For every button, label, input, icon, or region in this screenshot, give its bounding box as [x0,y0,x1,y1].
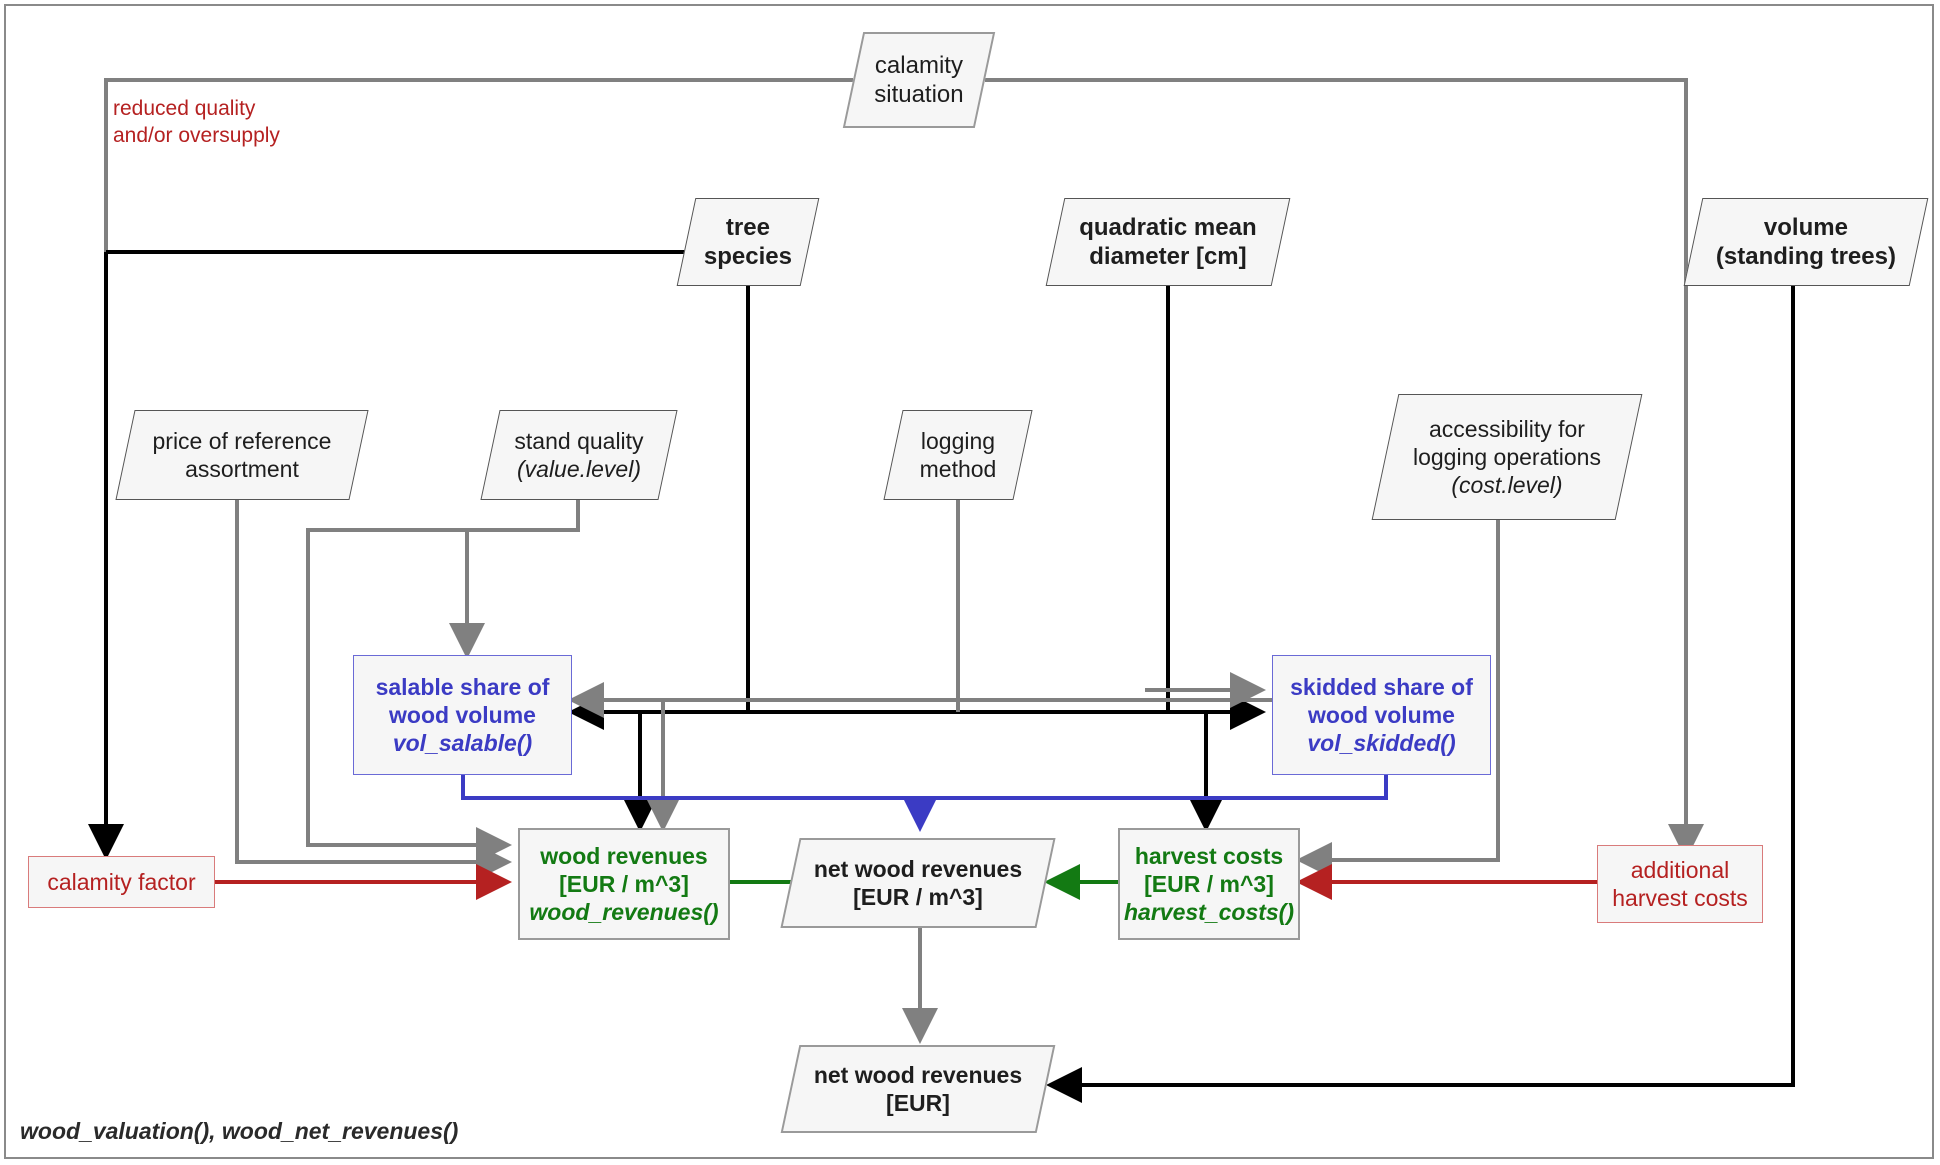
wood-revenues-line1: wood revenues [540,842,708,869]
node-net-wood-revenues-per-m3[interactable]: net wood revenues [EUR / m^3] [780,838,1056,928]
edge-calamity-to-addcosts [985,78,1704,860]
node-volume-standing-trees[interactable]: volume (standing trees) [1683,198,1929,286]
accessibility-line2: logging operations [1413,443,1601,470]
node-harvest-costs[interactable]: harvest costs [EUR / m^3] harvest_costs(… [1118,828,1300,940]
calamity-factor-label: calamity factor [47,868,196,895]
diagram-caption: wood_valuation(), wood_net_revenues() [20,1118,459,1144]
wood-revenues-line3: wood_revenues() [529,899,719,926]
node-quadratic-mean-diameter[interactable]: quadratic mean diameter [cm] [1045,198,1291,286]
node-calamity-situation[interactable]: calamity situation [842,32,996,128]
net-wood-revenues-m3-line1: net wood revenues [813,855,1023,882]
stand-quality-line2: (value.level) [517,456,641,482]
node-stand-quality[interactable]: stand quality (value.level) [480,410,678,500]
calamity-situation-line1: calamity [874,51,964,79]
additional-harvest-costs-line1: additional [1630,856,1730,883]
additional-harvest-costs-line2: harvest costs [1612,885,1748,911]
stand-quality-line1: stand quality [514,427,644,454]
volume-line2: (standing trees) [1715,243,1897,270]
node-accessibility-logging-operations[interactable]: accessibility for logging operations (co… [1371,394,1643,520]
harvest-costs-line2: [EUR / m^3] [1144,870,1274,897]
vol-salable-line2: wood volume [389,701,536,728]
edge-volskidded-to-net [920,775,1388,800]
harvest-costs-line3: harvest_costs() [1123,899,1295,926]
vol-skidded-line3: vol_skidded() [1307,730,1456,757]
accessibility-line1: accessibility for [1429,415,1585,442]
vol-salable-line1: salable share of [375,673,550,700]
tree-species-line2: species [703,243,793,270]
harvest-costs-line1: harvest costs [1134,842,1284,869]
diagram-frame [4,4,1934,1159]
net-wood-revenues-eur-line2: [EUR] [886,1090,950,1116]
vol-salable-line3: vol_salable() [392,730,533,757]
node-wood-revenues[interactable]: wood revenues [EUR / m^3] wood_revenues(… [518,828,730,940]
price-reference-line1: price of reference [152,427,332,454]
node-vol-salable[interactable]: salable share of wood volume vol_salable… [353,655,572,775]
edge-standquality-to-woodrev [306,528,578,863]
annotation-line2: and/or oversupply [113,124,280,148]
tree-species-line1: tree [725,213,771,241]
accessibility-line3: (cost.level) [1451,472,1563,499]
logging-method-line2: method [919,456,997,482]
wood-revenues-line2: [EUR / m^3] [559,870,689,897]
qmd-line1: quadratic mean [1079,213,1257,241]
node-logging-method[interactable]: logging method [883,410,1033,500]
price-reference-line2: assortment [185,456,299,482]
annotation-reduced-quality: reduced quality and/or oversupply [113,95,280,150]
node-net-wood-revenues-eur[interactable]: net wood revenues [EUR] [780,1045,1056,1133]
net-wood-revenues-m3-line2: [EUR / m^3] [853,884,983,910]
edge-volsalable-to-net [461,775,938,832]
edge-volume-to-neteur [1046,285,1795,1103]
edge-calamity-to-calamityfactor [104,78,853,252]
node-calamity-factor[interactable]: calamity factor [28,856,215,908]
node-additional-harvest-costs[interactable]: additional harvest costs [1597,845,1763,923]
annotation-line1: reduced quality [113,97,256,120]
calamity-situation-line2: situation [874,81,964,108]
edge-price-to-woodrev [235,500,512,880]
node-vol-skidded[interactable]: skidded share of wood volume vol_skidded… [1272,655,1491,775]
vol-skidded-line1: skidded share of [1290,673,1473,700]
edge-standquality-to-volsalable [449,500,580,659]
node-tree-species[interactable]: tree species [676,198,820,286]
node-price-of-reference-assortment[interactable]: price of reference assortment [115,410,369,500]
vol-skidded-line2: wood volume [1308,701,1455,728]
logging-method-line1: logging [920,427,996,454]
net-wood-revenues-eur-line1: net wood revenues [813,1061,1023,1088]
volume-line1: volume [1763,213,1849,241]
qmd-line2: diameter [cm] [1089,243,1247,270]
edge-accessibility-to-harvestcosts [1296,520,1500,878]
